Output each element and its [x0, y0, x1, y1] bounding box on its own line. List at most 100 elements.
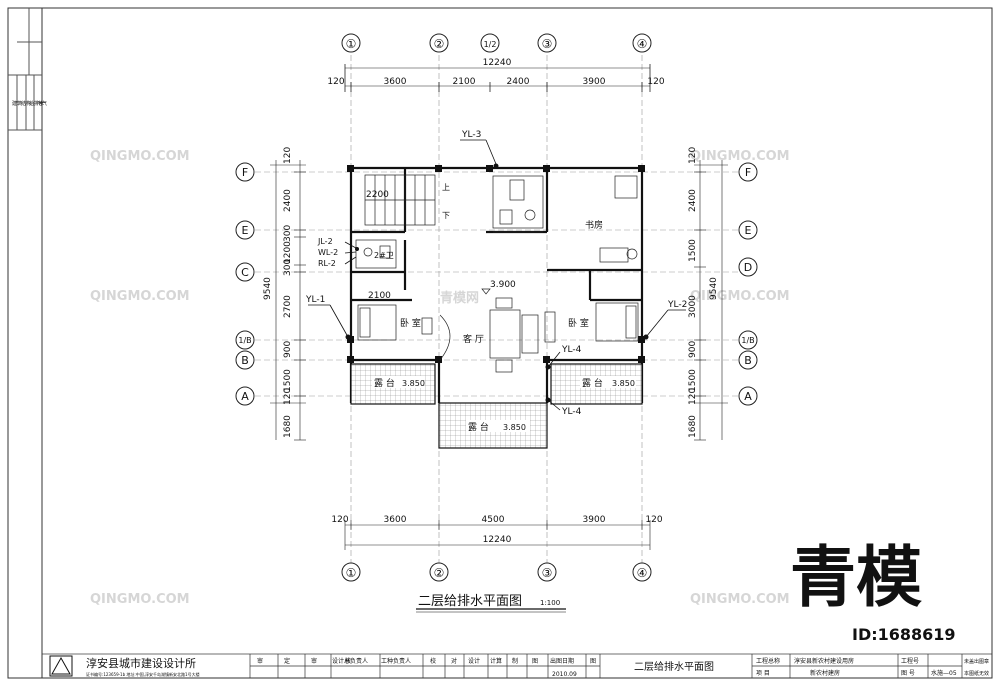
pipe-label-wl2: WL-2 [318, 248, 338, 257]
dim-left-total: 9540 [263, 277, 273, 300]
left-balcony-label: 露 台 [374, 377, 395, 389]
left-bathroom [355, 239, 397, 269]
tb-stamp1: 未盖出图章 [964, 658, 989, 665]
tb-cell-2: 定 [284, 657, 290, 665]
pipe-label-yl3: YL-3 [461, 130, 481, 140]
watermarks: QINGMO.COM QINGMO.COM QINGMO.COM QINGMO.… [90, 149, 956, 644]
watermark-6: QINGMO.COM [690, 592, 790, 607]
tb-owner: 淳安县新农村建设用房 [794, 657, 854, 665]
tb-fig-label: 图 [590, 658, 596, 665]
top-dim-texts: 12240 120 3600 2100 2400 3900 120 [327, 58, 664, 87]
dim-left-2: 2400 [283, 189, 293, 212]
stairs-up-label: 上 [442, 183, 450, 192]
axis-bubble-3-top: ③ [542, 37, 553, 51]
axis-left-A: A [241, 390, 249, 403]
pipe-label-yl4a: YL-4 [561, 345, 582, 355]
axis-bubble-3-bottom: ③ [542, 566, 553, 580]
dim-bottom-total: 12240 [483, 535, 512, 545]
axis-left-B: B [241, 354, 249, 367]
pipe-leaders [308, 139, 686, 411]
tb-cell-11: 制 [512, 657, 518, 665]
axis-bubble-1-top: ① [346, 37, 357, 51]
pipe-label-rl2: RL-2 [318, 259, 336, 268]
dim-right-2: 2400 [688, 189, 698, 212]
title-block-logo [49, 655, 73, 677]
strip-text-4: 电气 [37, 100, 47, 107]
pipe-label-yl4b: YL-4 [561, 407, 582, 417]
dim-left-1: 120 [283, 147, 293, 164]
stairs [364, 174, 436, 226]
title-block [41, 653, 993, 679]
right-dim-texts: 120 2400 1500 3000 900 1500 120 1680 954… [688, 147, 719, 438]
watermark-id: ID:1688619 [852, 625, 956, 644]
dim-left-5: 300 [283, 259, 293, 276]
dim-left-6: 2700 [283, 295, 293, 318]
dim-right-total: 9540 [709, 277, 719, 300]
dim-top-total: 12240 [483, 58, 512, 68]
dim-left-8: 1500 [283, 369, 293, 392]
watermark-3: QINGMO.COM [90, 592, 190, 607]
dim-bottom-5: 120 [645, 515, 662, 525]
dim-top-1: 120 [327, 77, 344, 87]
tb-cell-1: 审 [257, 657, 263, 665]
center-balcony-elev: 3.850 [503, 423, 526, 432]
axis-right-1B: 1/B [741, 336, 754, 345]
drawing-scale: 1:100 [540, 599, 560, 607]
left-dim-texts: 120 2400 300 1200 300 2700 900 1500 120 … [263, 147, 293, 438]
left-balcony-elev: 3.850 [402, 379, 425, 388]
dim-top-3: 2100 [453, 77, 476, 87]
axis-right-E: E [745, 224, 752, 237]
bath-label: 2#卫 [374, 251, 394, 260]
dim-right-3: 1500 [688, 239, 698, 262]
dim-right-5: 900 [688, 341, 698, 358]
study-label: 书房 [585, 219, 603, 231]
right-bedroom-furniture [595, 302, 639, 342]
watermark-2: QINGMO.COM [90, 289, 190, 304]
pipe-label-yl1: YL-1 [305, 295, 325, 305]
tb-item-label: 项 目 [756, 670, 770, 677]
left-bedroom-label: 卧 室 [400, 317, 421, 329]
axis-bubble-4-top: ④ [637, 37, 648, 51]
tb-cell-5: 设计总负责人 [332, 657, 368, 665]
living-furniture [489, 297, 556, 373]
tb-cell-4: 核 [345, 657, 351, 665]
axis-bubble-4-bottom: ④ [637, 566, 648, 580]
axis-right-B: B [744, 354, 752, 367]
axis-right-A: A [744, 390, 752, 403]
company-name: 淳安县城市建设设计所 [86, 656, 196, 670]
pipe-risers [345, 163, 649, 403]
axis-left-F: F [242, 166, 248, 179]
right-dimensions [694, 160, 728, 441]
drawing-title: 二层给排水平面图 [418, 594, 522, 609]
strip-text-3: 给排水 [29, 100, 44, 107]
strip-text-2: 结构 [21, 100, 31, 107]
dim-top-4: 2400 [507, 77, 530, 87]
watermark-5: QINGMO.COM [690, 289, 790, 304]
tb-drawno: 水施—05 [931, 669, 957, 677]
axis-right-D: D [744, 261, 752, 274]
tb-cell-12: 图 [532, 658, 538, 665]
right-balcony-label: 露 台 [582, 377, 603, 389]
dim-bottom-3: 4500 [482, 515, 505, 525]
tb-cell-7: 校 [430, 657, 436, 665]
watermark-7: 青模网 [440, 290, 479, 306]
pipe-labels: YL-3 YL-1 YL-2 JL-2 WL-2 RL-2 YL-4 YL-4 [305, 130, 687, 417]
bottom-axis-markers: ① ② ③ ④ [341, 562, 652, 582]
dim-right-7: 120 [688, 388, 698, 405]
axis-bubble-half-top: 1/2 [484, 40, 497, 49]
dim-left-9: 120 [283, 388, 293, 405]
axis-left-1B: 1/B [238, 336, 251, 345]
bed-elevation: 2100 [368, 291, 391, 301]
dim-right-4: 3000 [688, 295, 698, 318]
axis-bubble-2-top: ② [434, 37, 445, 51]
dim-bottom-1: 120 [331, 515, 348, 525]
right-bedroom-label: 卧 室 [568, 317, 589, 329]
columns [347, 165, 645, 363]
tb-item: 新农村建房 [810, 669, 840, 677]
left-bedroom-furniture [357, 304, 451, 361]
bottom-dimensions [344, 520, 651, 550]
bottom-dim-texts: 120 3600 4500 3900 120 12240 [331, 515, 662, 545]
right-balcony-elev: 3.850 [612, 379, 635, 388]
